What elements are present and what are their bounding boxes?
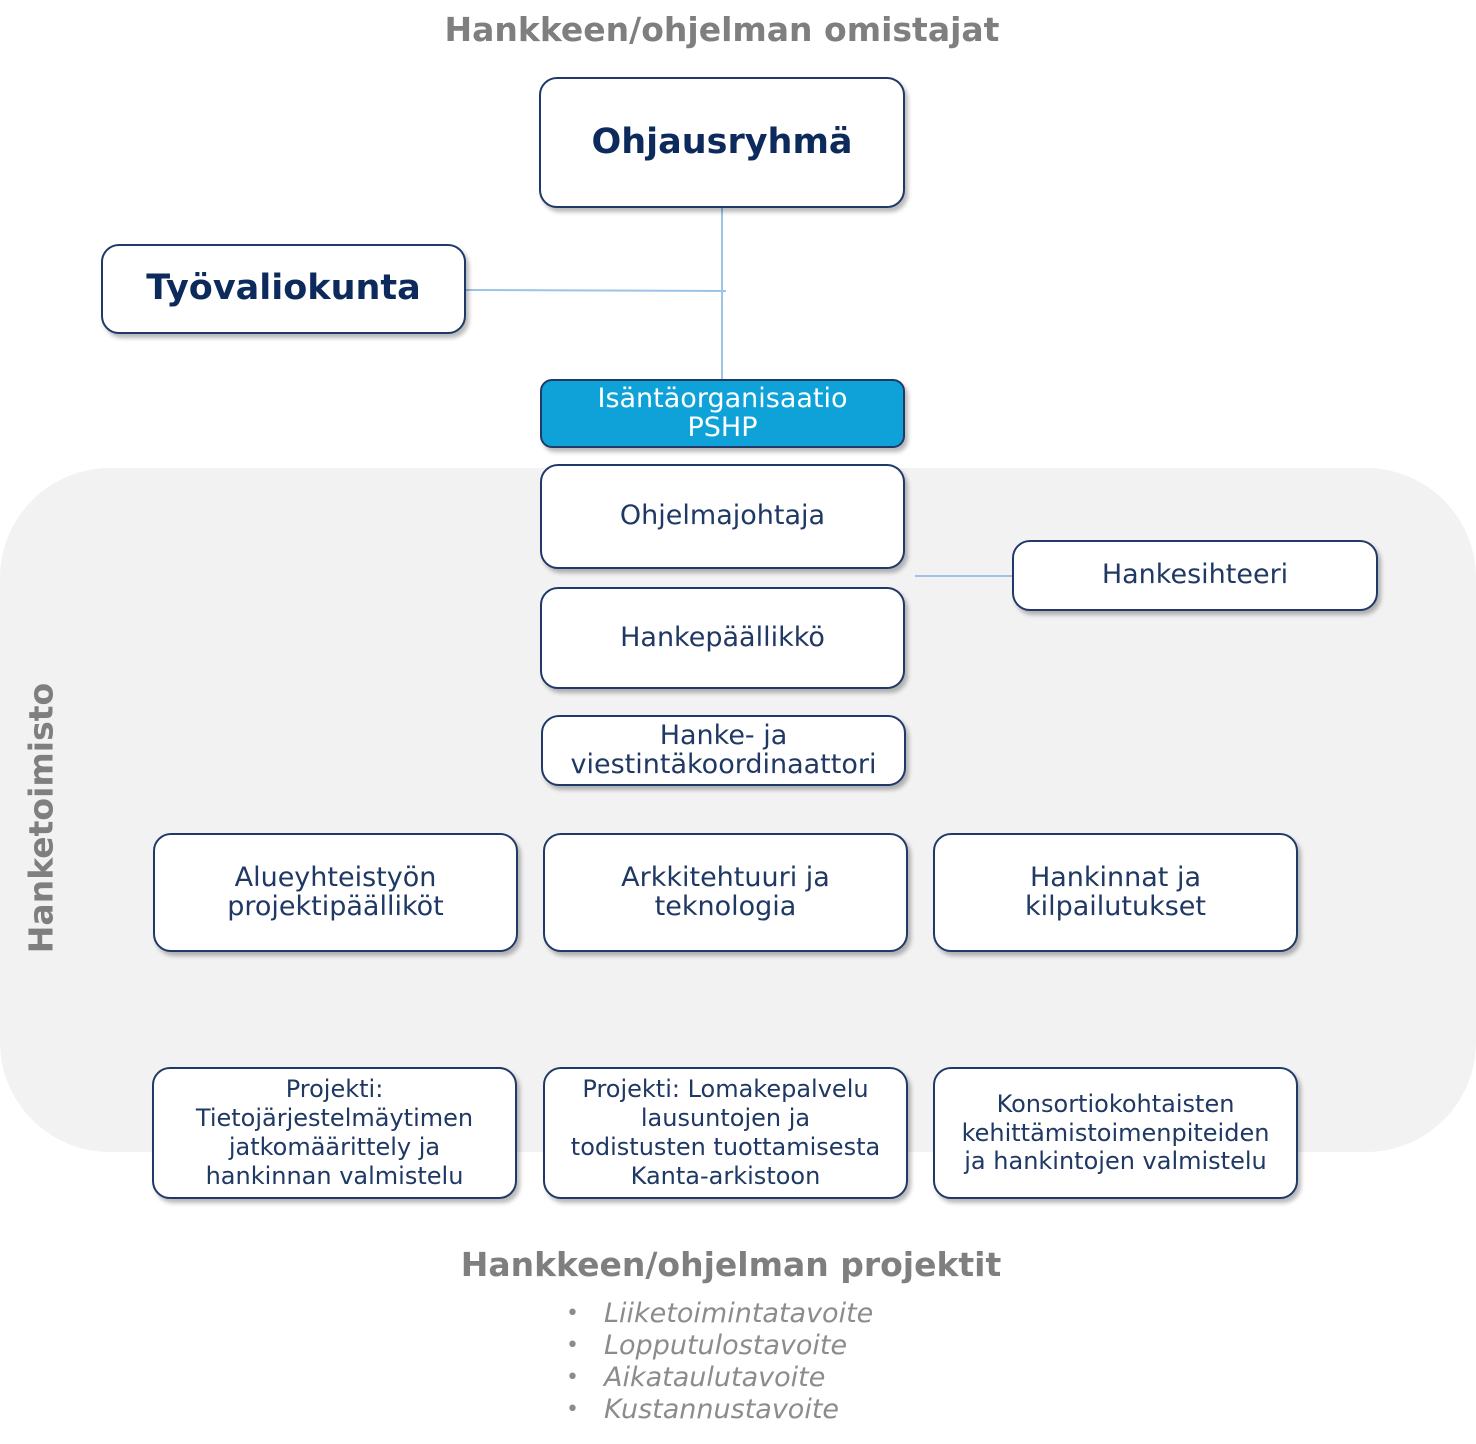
host-organization-label: Isäntäorganisaatio PSHP (597, 382, 848, 443)
projects-title: Hankkeen/ohjelman projektit (460, 1245, 1002, 1284)
procurement-label: Hankinnat ja kilpailutukset (1024, 861, 1207, 922)
goal-text: Kustannustavoite (604, 1394, 840, 1425)
goal-item: • Kustannustavoite (566, 1394, 873, 1426)
coordinator-label: Hanke- ja viestintäkoordinaattori (570, 719, 877, 780)
goals-list: • Liiketoimintatavoite • Lopputulostavoite… (566, 1298, 873, 1426)
goal-item: • Lopputulostavoite (566, 1330, 873, 1362)
project-manager-box: Hankepäällikkö (540, 587, 905, 689)
goal-text: Lopputulostavoite (604, 1330, 848, 1361)
connector-committee-to-axis (465, 289, 727, 292)
working-committee-label: Työvaliokunta (146, 268, 421, 309)
goal-text: Liiketoimintatavoite (604, 1298, 874, 1329)
bullet-icon: • (566, 1397, 579, 1422)
project-consortium-label: Konsortiokohtaisten kehittämistoimenpite… (961, 1089, 1270, 1176)
project-form-service-box: Projekti: Lomakepalvelu lausuntojen ja t… (543, 1067, 908, 1199)
working-committee-box: Työvaliokunta (101, 244, 466, 334)
project-secretary-label: Hankesihteeri (1101, 559, 1289, 591)
project-form-service-label: Projekti: Lomakepalvelu lausuntojen ja t… (570, 1075, 881, 1190)
project-core-system-label: Projekti: Tietojärjestelmäytimen jatkomä… (195, 1075, 474, 1190)
regional-project-managers-label: Alueyhteistyön projektipäälliköt (227, 861, 444, 922)
bullet-icon: • (566, 1333, 579, 1358)
project-consortium-box: Konsortiokohtaisten kehittämistoimenpite… (933, 1067, 1298, 1199)
host-organization-box: Isäntäorganisaatio PSHP (540, 379, 905, 448)
hanketoimisto-label: Hanketoimisto (21, 682, 61, 954)
steering-group-box: Ohjausryhmä (539, 77, 905, 208)
bullet-icon: • (566, 1365, 579, 1390)
goal-item: • Liiketoimintatavoite (566, 1298, 873, 1330)
bullet-icon: • (566, 1301, 579, 1326)
goal-item: • Aikataulutavoite (566, 1362, 873, 1394)
architecture-technology-box: Arkkitehtuuri ja teknologia (543, 833, 908, 952)
architecture-technology-label: Arkkitehtuuri ja teknologia (621, 861, 830, 922)
project-core-system-box: Projekti: Tietojärjestelmäytimen jatkomä… (152, 1067, 517, 1199)
owners-title: Hankkeen/ohjelman omistajat (444, 10, 1000, 49)
project-manager-label: Hankepäällikkö (620, 621, 825, 653)
program-director-label: Ohjelmajohtaja (619, 500, 826, 532)
goal-text: Aikataulutavoite (604, 1362, 826, 1393)
coordinator-box: Hanke- ja viestintäkoordinaattori (541, 715, 906, 786)
procurement-box: Hankinnat ja kilpailutukset (933, 833, 1298, 952)
project-secretary-box: Hankesihteeri (1012, 540, 1378, 611)
program-director-box: Ohjelmajohtaja (540, 464, 905, 569)
steering-group-label: Ohjausryhmä (591, 121, 853, 162)
regional-project-managers-box: Alueyhteistyön projektipäälliköt (153, 833, 518, 952)
